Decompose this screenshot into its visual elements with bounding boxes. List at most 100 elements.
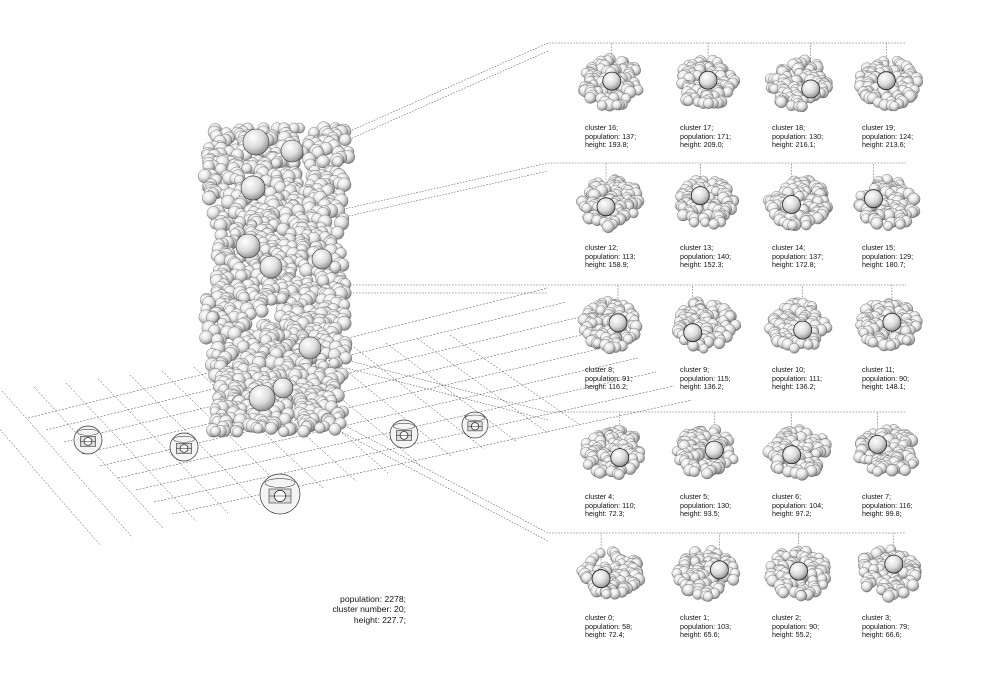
- cluster-caption-height: height: 93.5;: [680, 510, 731, 519]
- summary-block: population: 2278; cluster number: 20; he…: [300, 594, 406, 625]
- cluster-sphere: [883, 591, 895, 603]
- cluster-caption: cluster 17;population: 171;height: 209.0…: [680, 124, 731, 150]
- cluster-sphere: [908, 193, 920, 205]
- tower-large-sphere: [312, 249, 332, 269]
- cluster-marker-sphere: [869, 435, 887, 453]
- cluster-caption-height: height: 193.8;: [585, 141, 636, 150]
- grid-line: [0, 395, 100, 545]
- cluster-sphere: [684, 96, 694, 106]
- cluster-caption: cluster 15;population: 129;height: 180.7…: [862, 244, 913, 270]
- cluster-sphere: [902, 336, 911, 345]
- cluster-13-blob: [675, 176, 739, 230]
- cluster-marker-sphere: [883, 313, 901, 331]
- tower-large-sphere: [241, 176, 265, 200]
- leader-line: [346, 368, 548, 420]
- cluster-3-blob: [858, 545, 921, 603]
- cluster-sphere: [861, 581, 872, 592]
- cluster-12-blob: [576, 175, 644, 233]
- cluster-caption: cluster 19;population: 124;height: 213.6…: [862, 124, 913, 150]
- cluster-caption-height: height: 66.6;: [862, 631, 909, 640]
- tower-large-sphere: [260, 256, 282, 278]
- cluster-caption: cluster 9;population: 115;height: 136.2;: [680, 366, 731, 392]
- cluster-19-blob: [854, 56, 922, 111]
- grid-line: [322, 351, 452, 457]
- cluster-sphere: [728, 574, 739, 585]
- robot-unit: [462, 412, 488, 438]
- cluster-0-blob: [577, 547, 645, 600]
- cluster-2-blob: [765, 546, 831, 601]
- cluster-14-blob: [763, 175, 832, 231]
- cluster-sphere: [585, 92, 596, 103]
- cluster-sphere: [702, 468, 713, 479]
- cluster-sphere: [778, 587, 789, 598]
- cluster-sphere: [703, 592, 713, 602]
- cluster-caption-height: height: 55.2;: [772, 631, 819, 640]
- cluster-caption: cluster 2;population: 90;height: 55.2;: [772, 614, 819, 640]
- cluster-sphere: [594, 467, 605, 478]
- cluster-8-blob: [578, 296, 642, 354]
- tower-sphere: [298, 425, 310, 437]
- tower-large-sphere: [273, 378, 293, 398]
- cluster-marker-sphere: [783, 196, 801, 214]
- tower-large-sphere: [243, 129, 269, 155]
- cluster-marker-sphere: [603, 72, 621, 90]
- cluster-10-blob: [764, 298, 832, 354]
- cluster-marker-sphere: [877, 72, 895, 90]
- cluster-marker-sphere: [790, 562, 808, 580]
- cluster-caption: cluster 5;population: 130;height: 93.5;: [680, 493, 731, 519]
- tower-sphere: [333, 156, 344, 167]
- cluster-5-blob: [672, 425, 738, 479]
- cluster-caption-height: height: 172.8;: [772, 261, 823, 270]
- robot-unit: [260, 474, 300, 514]
- cluster-15-blob: [854, 174, 921, 231]
- cluster-marker-sphere: [705, 441, 723, 459]
- tower-large-sphere: [281, 140, 303, 162]
- cluster-sphere: [871, 217, 883, 229]
- cluster-marker-sphere: [865, 190, 883, 208]
- tower-sphere: [210, 426, 220, 436]
- cluster-caption: cluster 12;population: 113;height: 158.9…: [585, 244, 636, 270]
- cluster-sphere: [597, 100, 607, 110]
- tower-sphere: [278, 426, 289, 437]
- cluster-caption: cluster 18;population: 130;height: 216.1…: [772, 124, 823, 150]
- cluster-marker-sphere: [885, 555, 903, 573]
- cluster-sphere: [900, 465, 911, 476]
- cluster-caption-height: height: 65.6;: [680, 631, 731, 640]
- cluster-sphere: [689, 217, 699, 227]
- cluster-sphere: [886, 465, 898, 477]
- cluster-sphere: [602, 589, 612, 599]
- cluster-sphere: [776, 96, 787, 107]
- tower-sphere: [277, 293, 288, 304]
- cluster-sphere: [709, 219, 720, 230]
- cluster-sphere: [796, 591, 807, 602]
- cluster-caption-height: height: 148.1;: [862, 383, 909, 392]
- robot-unit: [74, 426, 102, 454]
- tower-aggregate: [198, 122, 355, 438]
- cluster-sphere: [803, 340, 813, 350]
- robot-unit: [390, 420, 418, 448]
- leader-line: [340, 171, 548, 218]
- cluster-sphere: [714, 338, 725, 349]
- cluster-sphere: [898, 587, 909, 598]
- cluster-11-blob: [856, 298, 923, 351]
- cluster-caption: cluster 0;population: 58;height: 72.4;: [585, 614, 632, 640]
- summary-population: population: 2278;: [300, 594, 406, 604]
- cluster-caption: cluster 11;population: 90;height: 148.1;: [862, 366, 909, 392]
- cluster-sphere: [689, 466, 700, 477]
- cluster-sphere: [789, 343, 799, 353]
- cluster-sphere: [699, 344, 708, 353]
- cluster-marker-sphere: [592, 570, 610, 588]
- cluster-sphere: [614, 470, 624, 480]
- cluster-sphere: [886, 341, 896, 351]
- cluster-marker-sphere: [710, 561, 728, 579]
- grid-line: [2, 391, 132, 537]
- tower-sphere: [202, 191, 216, 205]
- tower-large-sphere: [299, 337, 321, 359]
- cluster-caption-height: height: 136.2;: [680, 383, 731, 392]
- cluster-17-blob: [677, 55, 740, 109]
- cluster-caption-height: height: 116.2;: [585, 383, 632, 392]
- tower-sphere: [232, 427, 242, 437]
- grid-line: [354, 347, 484, 449]
